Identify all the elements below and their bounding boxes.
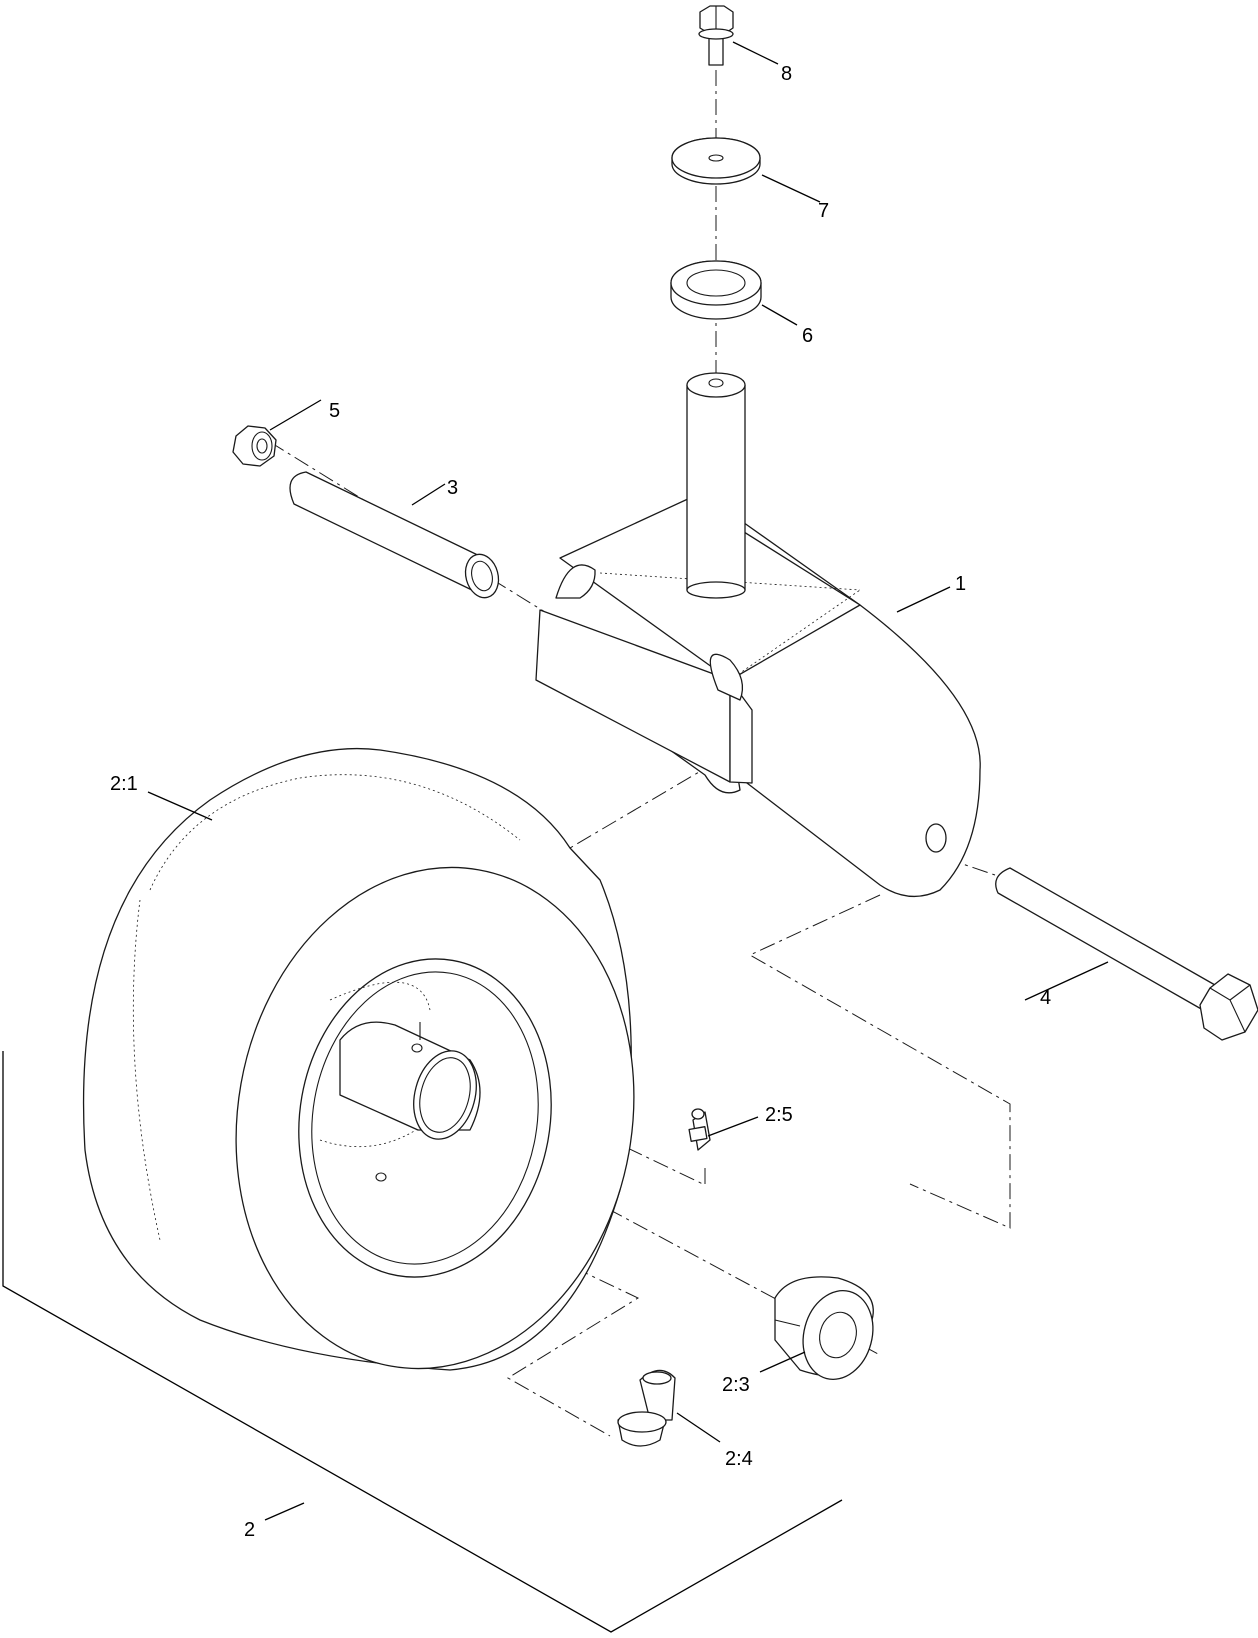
callout-axle-bolt: 4 (1040, 987, 1051, 1009)
callout-valve-stem: 2:4 (725, 1448, 753, 1470)
grease-fitting (688, 1108, 711, 1151)
callout-labels: 8 7 6 5 3 1 2:1 4 2:5 2:3 2:4 2 (110, 63, 1051, 1541)
caster-fork (535, 372, 981, 898)
callout-grease-fitting: 2:5 (765, 1104, 793, 1126)
spacer-tube (289, 471, 500, 599)
bearing (774, 1276, 874, 1380)
axle-bolt (995, 867, 1258, 1041)
callout-wheel-assembly: 2 (244, 1519, 255, 1541)
flange-bolt (698, 5, 734, 66)
callout-bracket: 1 (955, 573, 966, 595)
callout-flange-bolt: 8 (781, 63, 792, 85)
callout-flat-washer: 7 (818, 200, 829, 222)
tire (82, 747, 635, 1371)
callout-thrust-washer: 6 (802, 325, 813, 347)
thrust-washer (670, 260, 762, 320)
callout-tire: 2:1 (110, 773, 138, 795)
valve-stem (617, 1369, 676, 1447)
callout-spacer: 3 (447, 477, 458, 499)
flat-washer (671, 137, 761, 185)
callout-locknut: 5 (329, 400, 340, 422)
callout-bearing: 2:3 (722, 1374, 750, 1396)
leader-lines (147, 41, 1109, 1521)
locknut (232, 425, 277, 467)
wheel-assembly-bracket-lines (2, 1051, 843, 1633)
